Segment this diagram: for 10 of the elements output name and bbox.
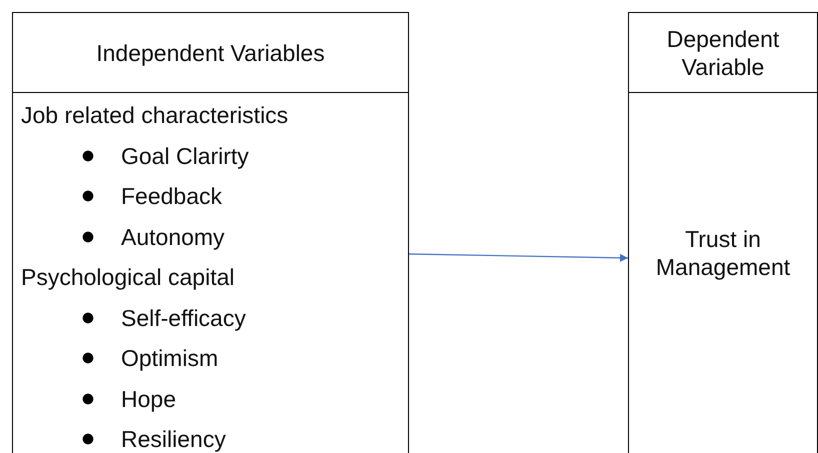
- category-heading: Job related characteristics: [21, 101, 288, 129]
- column-heading: Independent Variables: [96, 38, 325, 66]
- variable-name: Trust in Management: [654, 225, 792, 281]
- category-heading: Psychological capital: [21, 263, 235, 291]
- arrow: [408, 253, 628, 262]
- column-heading: Dependent Variable: [666, 24, 780, 80]
- header-cell: [628, 12, 818, 93]
- table-cell: [628, 92, 818, 453]
- table-cell: [12, 92, 409, 453]
- header-cell: [12, 12, 409, 93]
